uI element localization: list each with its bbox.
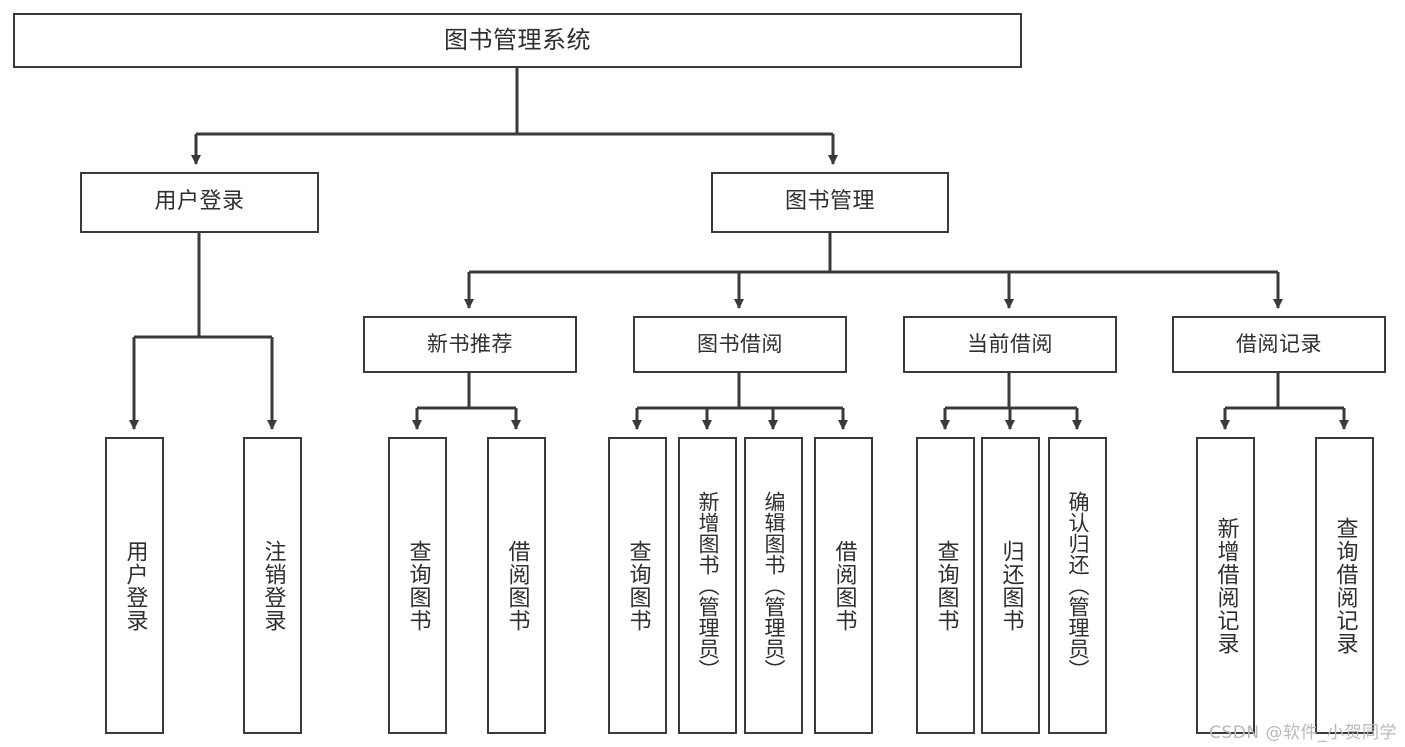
leaf-borrow-book[interactable]: 借阅图书 (814, 437, 873, 734)
node-new-book-recommend-label: 新书推荐 (427, 331, 513, 356)
leaf-edit-book-admin-label: 编辑图书（管理员） (762, 491, 787, 680)
leaf-query-book-new-label: 查询图书 (405, 539, 431, 632)
node-book-management[interactable]: 图书管理 (711, 172, 949, 233)
leaf-query-book-new[interactable]: 查询图书 (388, 437, 447, 734)
watermark: CSDN @软件_小贺同学 (1209, 723, 1397, 743)
leaf-logout[interactable]: 注销登录 (243, 437, 302, 734)
leaf-add-book-admin[interactable]: 新增图书（管理员） (678, 437, 737, 734)
leaf-query-borrow-record-label: 查询借阅记录 (1332, 516, 1358, 655)
leaf-confirm-return-admin[interactable]: 确认归还（管理员） (1048, 437, 1107, 734)
leaf-query-book-current-label: 查询图书 (933, 539, 959, 632)
leaf-query-book-current[interactable]: 查询图书 (916, 437, 975, 734)
leaf-add-borrow-record-label: 新增借阅记录 (1213, 516, 1239, 655)
leaf-borrow-book-label: 借阅图书 (831, 539, 857, 632)
leaf-borrow-book-new[interactable]: 借阅图书 (487, 437, 546, 734)
leaf-user-login[interactable]: 用户登录 (105, 437, 164, 734)
leaf-logout-label: 注销登录 (260, 539, 286, 632)
node-book-borrow[interactable]: 图书借阅 (633, 316, 847, 373)
leaf-confirm-return-admin-label: 确认归还（管理员） (1066, 491, 1091, 680)
node-root[interactable]: 图书管理系统 (13, 13, 1022, 68)
node-book-management-label: 图书管理 (784, 189, 875, 215)
leaf-add-borrow-record[interactable]: 新增借阅记录 (1196, 437, 1255, 734)
leaf-return-book[interactable]: 归还图书 (981, 437, 1040, 734)
node-user-login-label: 用户登录 (154, 189, 245, 215)
leaf-return-book-label: 归还图书 (998, 539, 1024, 632)
node-current-borrow-label: 当前借阅 (967, 331, 1053, 356)
node-borrow-records-label: 借阅记录 (1236, 331, 1322, 356)
node-new-book-recommend[interactable]: 新书推荐 (363, 316, 577, 373)
leaf-query-borrow-record[interactable]: 查询借阅记录 (1315, 437, 1374, 734)
node-root-label: 图书管理系统 (444, 26, 591, 55)
leaf-user-login-label: 用户登录 (122, 539, 148, 632)
node-user-login[interactable]: 用户登录 (80, 172, 319, 233)
node-book-borrow-label: 图书借阅 (697, 331, 783, 356)
leaf-edit-book-admin[interactable]: 编辑图书（管理员） (744, 437, 803, 734)
leaf-query-book-borrow[interactable]: 查询图书 (608, 437, 667, 734)
leaf-add-book-admin-label: 新增图书（管理员） (696, 491, 721, 680)
leaf-query-book-borrow-label: 查询图书 (625, 539, 651, 632)
node-current-borrow[interactable]: 当前借阅 (903, 316, 1117, 373)
leaf-borrow-book-new-label: 借阅图书 (504, 539, 530, 632)
node-borrow-records[interactable]: 借阅记录 (1172, 316, 1386, 373)
